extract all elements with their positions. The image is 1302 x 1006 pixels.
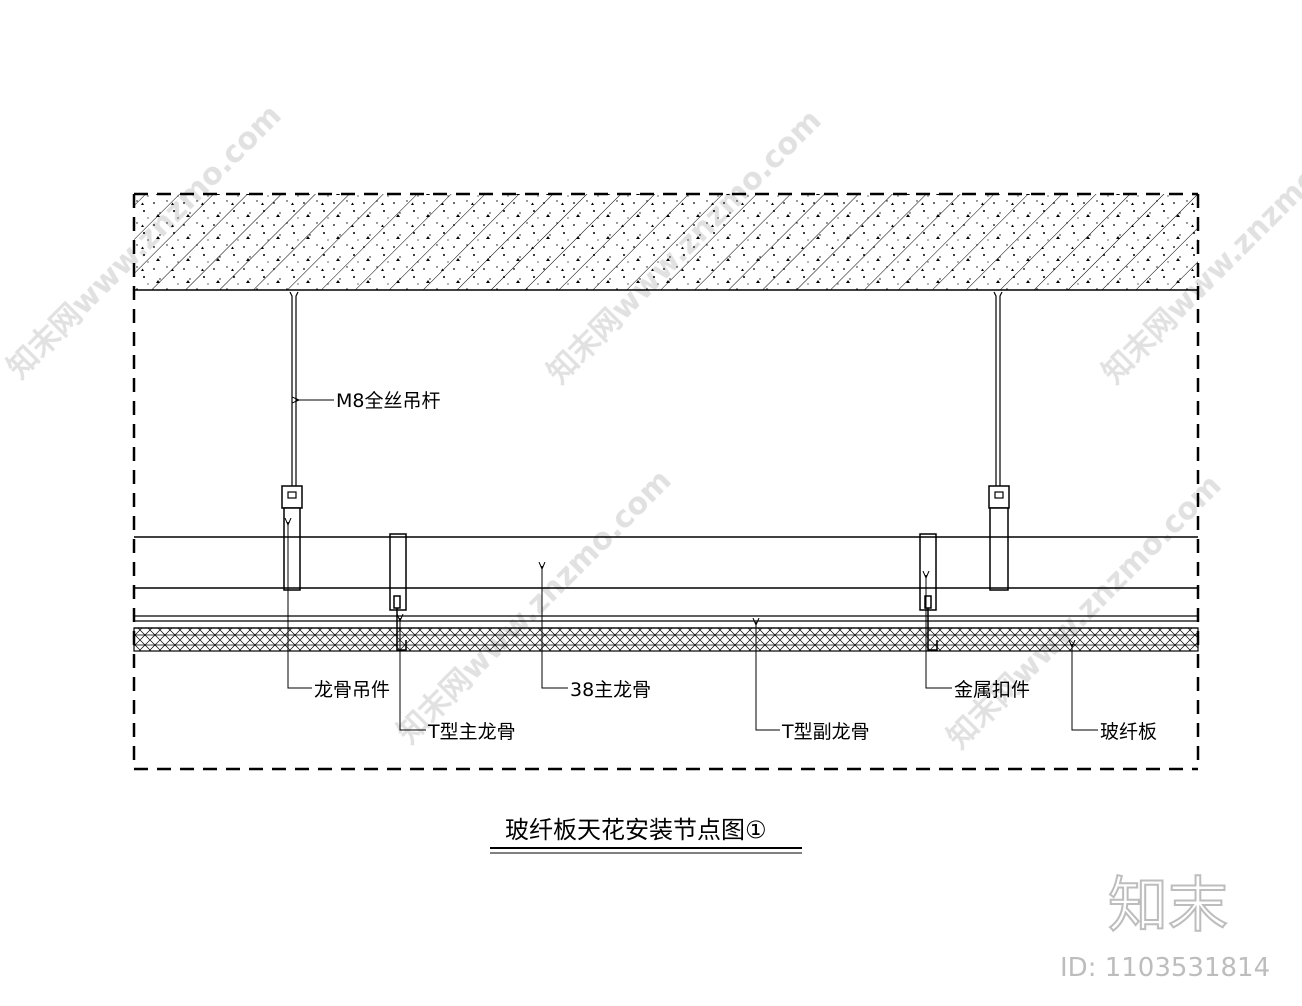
label-t-sub: T型副龙骨 — [781, 721, 870, 743]
watermark-text: 知末网www.znzmo.com — [941, 468, 1229, 756]
suspension-rods — [281, 291, 1010, 509]
label-board: 玻纤板 — [1100, 721, 1157, 743]
metal-clips — [396, 608, 938, 651]
leader-lines — [288, 400, 1098, 731]
label-hanger: 龙骨吊件 — [314, 679, 390, 701]
label-t-main: T型主龙骨 — [427, 721, 516, 743]
watermark-text: 知末网www.znzmo.com — [391, 463, 679, 751]
drawing-title: 玻纤板天花安装节点图① — [505, 816, 767, 844]
fiberglass-board — [133, 627, 1199, 652]
title-underline — [490, 847, 802, 854]
section-boundary — [132, 194, 1200, 771]
watermark-id: ID: 1103531814 — [1060, 953, 1270, 983]
watermark-logo: 知末 — [1108, 871, 1228, 941]
hanger-pieces — [283, 507, 1009, 611]
label-rod: M8全丝吊杆 — [336, 390, 440, 412]
label-clip: 金属扣件 — [954, 679, 1030, 701]
concrete-slab — [134, 192, 1198, 291]
label-main-38: 38主龙骨 — [570, 679, 651, 701]
